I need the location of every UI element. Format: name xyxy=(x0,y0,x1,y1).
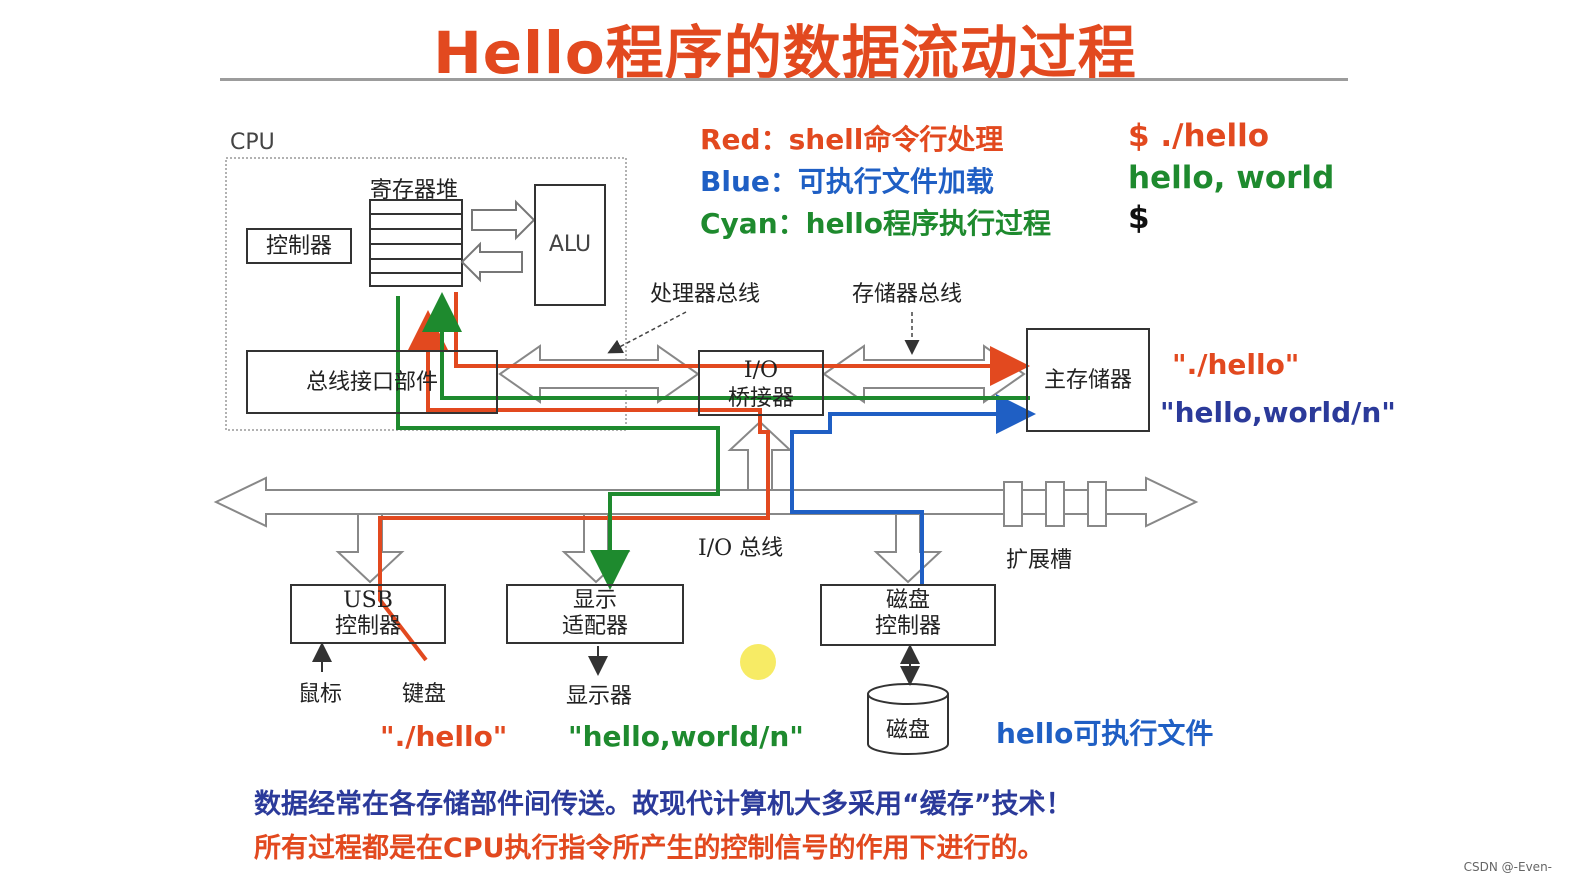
io-bridge-label-line1: I/O xyxy=(743,358,779,383)
disk-cylinder xyxy=(867,683,949,755)
reg-to-alu-arrow xyxy=(471,199,536,241)
legend-blue: Blue：可执行文件加载 xyxy=(700,165,994,198)
register-file-label: 寄存器堆 xyxy=(370,178,459,203)
note-control-signals: 所有过程都是在CPU执行指令所产生的控制信号的作用下进行的。 xyxy=(254,833,1045,864)
disk-file-annotation: hello可执行文件 xyxy=(996,717,1214,750)
expansion-slot-2 xyxy=(1045,481,1065,527)
title-divider xyxy=(220,78,1348,81)
register-file xyxy=(369,199,463,287)
display-adapter-label-line1: 显示 xyxy=(572,588,617,613)
bridge-to-io-bus xyxy=(727,420,793,491)
monitor-label: 显示器 xyxy=(566,684,633,709)
main-memory-box: 主存储器 xyxy=(1026,328,1150,432)
display-adapter-box: 显示 适配器 xyxy=(506,584,684,644)
disk-controller-label-line2: 控制器 xyxy=(874,614,941,639)
memory-output-annotation: "hello,world/n" xyxy=(1160,396,1396,429)
terminal-line-command: $ ./hello xyxy=(1128,118,1270,154)
legend-red: Red：shell命令行处理 xyxy=(700,123,1004,156)
memory-hello-annotation: "./hello" xyxy=(1172,348,1300,381)
blue-flow-path xyxy=(790,394,1036,584)
alu-label: ALU xyxy=(548,232,592,257)
legend-cyan: Cyan：hello程序执行过程 xyxy=(700,207,1051,240)
cursor-highlight xyxy=(740,644,776,680)
red-flow-path xyxy=(378,310,770,662)
controller-label: 控制器 xyxy=(265,234,332,259)
alu-box: ALU xyxy=(534,184,606,306)
disk-controller-box: 磁盘 控制器 xyxy=(820,584,996,646)
main-memory-label: 主存储器 xyxy=(1043,368,1132,393)
io-to-usb-arrow xyxy=(335,513,405,584)
memory-bus xyxy=(822,344,1026,404)
note-cache: 数据经常在各存储部件间传送。故现代计算机大多采用“缓存”技术！ xyxy=(254,789,1073,820)
controller-box: 控制器 xyxy=(246,228,352,264)
cpu-label: CPU xyxy=(230,130,275,155)
io-to-disk-arrow xyxy=(873,513,943,584)
usb-controller-label-line1: USB xyxy=(343,588,393,613)
io-bus xyxy=(213,476,1199,528)
display-adapter-label-line2: 适配器 xyxy=(561,614,628,639)
disk-label: 磁盘 xyxy=(886,718,931,743)
bus-interface-box: 总线接口部件 xyxy=(246,350,498,414)
expansion-slot-label: 扩展槽 xyxy=(1006,548,1073,573)
io-bridge-label-line2: 桥接器 xyxy=(727,386,794,411)
processor-bus xyxy=(498,344,700,404)
io-bridge-box: I/O 桥接器 xyxy=(698,350,824,416)
processor-bus-label: 处理器总线 xyxy=(650,282,761,307)
memory-bus-label: 存储器总线 xyxy=(852,282,963,307)
green-flow-path-display xyxy=(396,296,720,590)
watermark: CSDN @-Even- xyxy=(1463,860,1552,874)
disk-controller-label-line1: 磁盘 xyxy=(885,588,930,613)
expansion-slot-3 xyxy=(1087,481,1107,527)
expansion-slot-1 xyxy=(1003,481,1023,527)
io-to-display-arrow xyxy=(561,513,631,584)
display-output-annotation: "hello,world/n" xyxy=(568,720,804,753)
terminal-line-prompt: $ xyxy=(1128,200,1150,236)
mouse-label: 鼠标 xyxy=(298,682,343,707)
green-flow-path-cpu xyxy=(422,292,1030,400)
usb-controller-label-line2: 控制器 xyxy=(334,614,401,639)
keyboard-label: 键盘 xyxy=(402,682,447,707)
usb-controller-box: USB 控制器 xyxy=(290,584,446,644)
processor-bus-pointer xyxy=(607,311,687,354)
bus-interface-label: 总线接口部件 xyxy=(305,370,438,395)
terminal-line-output: hello, world xyxy=(1128,160,1335,196)
page-title: Hello程序的数据流动过程 xyxy=(433,19,1137,87)
keyboard-input-annotation: "./hello" xyxy=(380,720,508,753)
alu-to-reg-arrow xyxy=(460,241,523,283)
io-bus-label: I/O 总线 xyxy=(698,536,784,561)
